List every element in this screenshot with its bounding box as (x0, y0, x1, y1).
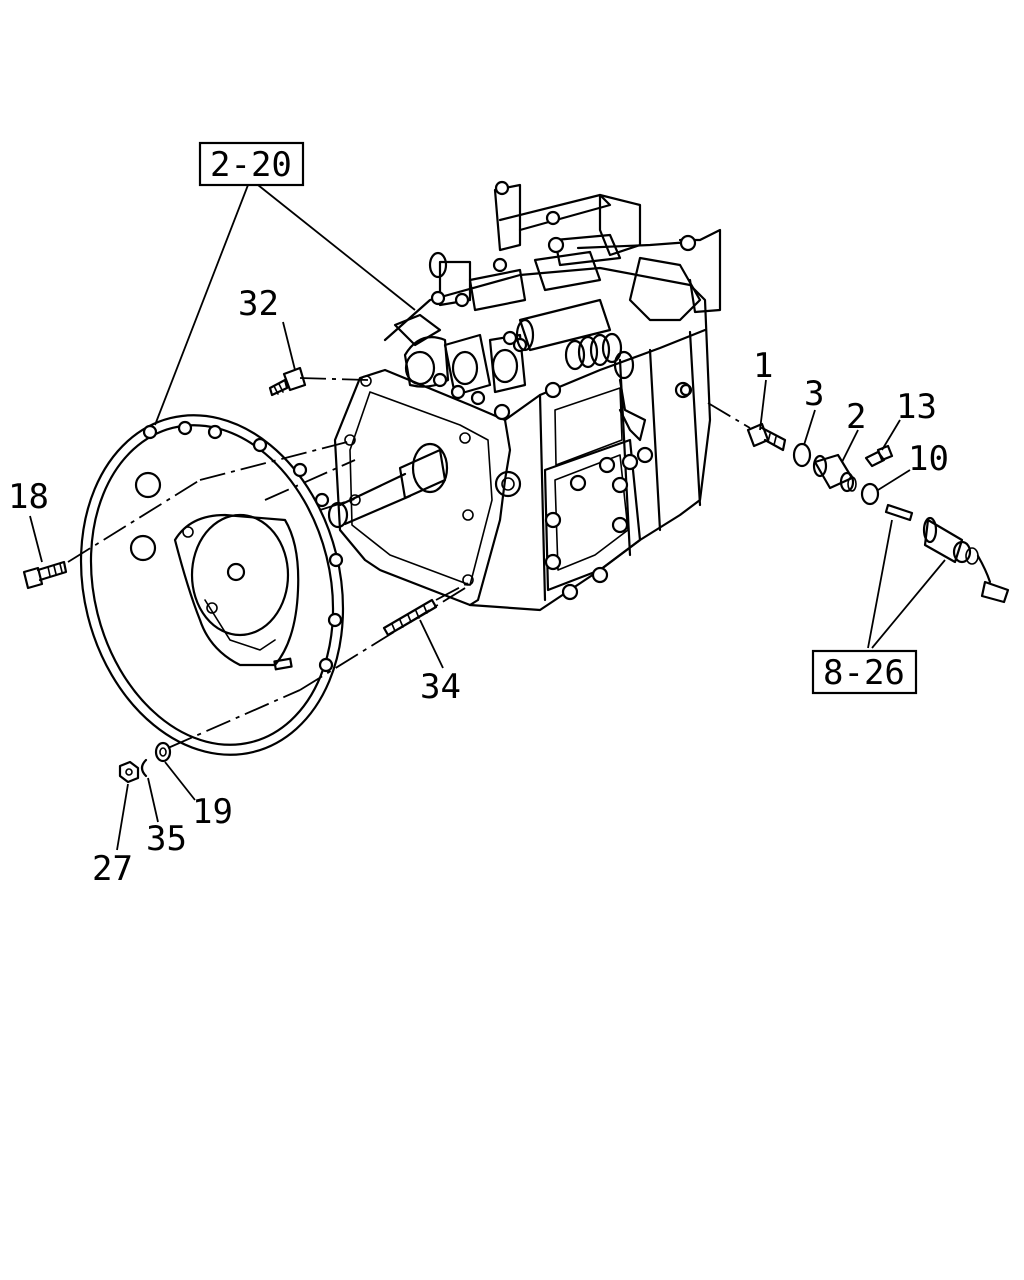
callout-18: 18 (8, 477, 49, 517)
plug-13 (864, 444, 894, 468)
switch-2 (812, 453, 857, 493)
sensor-assembly-8-26 (884, 503, 1010, 604)
callout-35: 35 (146, 819, 187, 859)
reference-box-8-26: 8-26 (811, 649, 918, 695)
selector-bellows (564, 332, 647, 442)
transmission-case (327, 180, 722, 612)
svg-text:8-26: 8-26 (823, 653, 905, 693)
bolt-32 (268, 366, 307, 397)
svg-text:2-20: 2-20 (210, 145, 292, 185)
flywheel-housing (79, 414, 345, 756)
callout-3: 3 (804, 374, 824, 414)
assembly-centerlines (67, 377, 751, 749)
callout-1: 1 (753, 346, 773, 386)
stud-34 (382, 598, 438, 637)
callout-2: 2 (846, 397, 866, 437)
reference-box-2-20: 2-20 (198, 141, 305, 187)
nut-27 (118, 760, 140, 784)
spring-washer-35 (140, 758, 148, 778)
switch-1 (746, 422, 787, 452)
leader-lines (29, 184, 946, 851)
callout-34: 34 (420, 667, 461, 707)
callout-labels: 32 18 34 27 35 19 1 3 2 13 10 (8, 284, 949, 889)
case-bolts (493, 381, 692, 601)
callout-13: 13 (896, 387, 937, 427)
callout-19: 19 (192, 792, 233, 832)
callout-10: 10 (908, 439, 949, 479)
ring-10 (860, 482, 880, 506)
bolt-18 (22, 560, 68, 590)
callout-32: 32 (238, 284, 279, 324)
washer-19 (154, 741, 172, 763)
callout-27: 27 (92, 849, 133, 889)
washer-3 (792, 442, 812, 468)
